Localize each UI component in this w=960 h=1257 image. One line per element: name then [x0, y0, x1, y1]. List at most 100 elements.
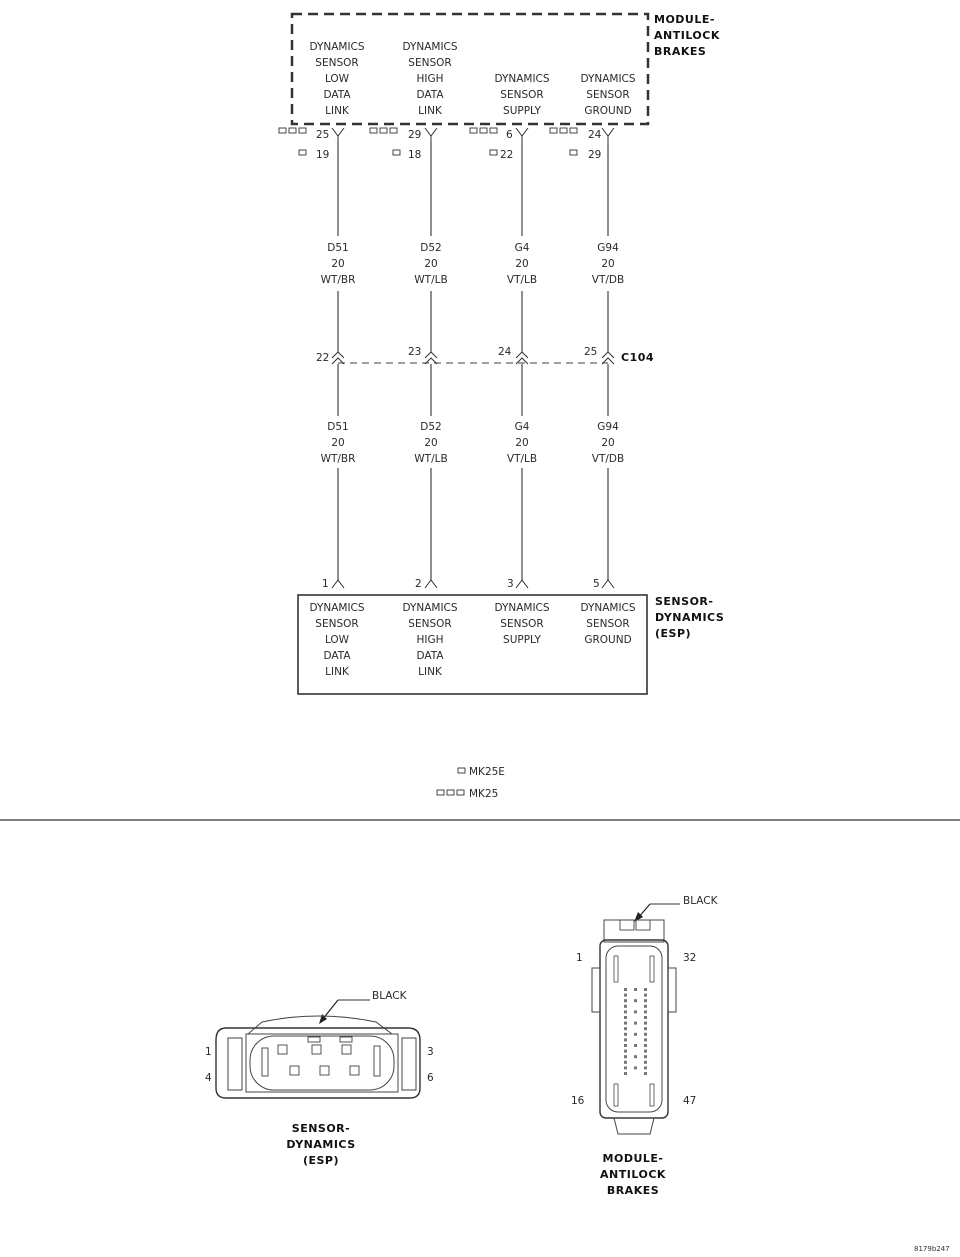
module-pin2-label-l4: DATA	[416, 89, 444, 101]
module-pin3-label-l3: SUPPLY	[503, 105, 541, 117]
lower-wire-labels: D51 20 WT/BR D52 20 WT/LB G4 20 VT/LB G9…	[321, 421, 625, 465]
module-pin-cavity	[644, 1038, 647, 1042]
module-cav-mk25-1: 25	[316, 129, 329, 141]
module-pin-cavity	[624, 1004, 627, 1008]
module-pin-cavity	[624, 1038, 627, 1042]
sensor-pin-labels: DYNAMICS SENSOR LOW DATA LINK DYNAMICS S…	[309, 602, 635, 678]
sensor-view-color-label: BLACK	[372, 990, 408, 1002]
wire-lower-3-circuit: G4	[515, 421, 530, 433]
connector-c104: 22 23 24 25 C104	[316, 346, 654, 365]
module-pin-cavity	[634, 1010, 637, 1014]
sensor-view-pin-3: 3	[427, 1046, 434, 1058]
module-pin-cavity	[634, 988, 637, 991]
module-pin3-label-l2: SENSOR	[500, 89, 543, 101]
module-pin-cavity	[624, 1055, 627, 1059]
sensor-pin2-label-l4: DATA	[416, 650, 444, 662]
sensor-view-pin-1: 1	[205, 1046, 212, 1058]
module-pin-cavity	[624, 1032, 627, 1036]
module-pin-cavity	[624, 1021, 627, 1025]
module-pin2-label-l3: HIGH	[416, 73, 443, 85]
module-pin-cavity	[644, 1044, 647, 1047]
wire-upper-4-gauge: 20	[601, 258, 614, 270]
module-view-caption-l1: MODULE-	[603, 1152, 664, 1165]
module-pin-cavity	[644, 1010, 647, 1014]
sensor-box: SENSOR- DYNAMICS (ESP)	[297, 594, 724, 695]
module-pin1-label-l1: DYNAMICS	[309, 41, 364, 53]
sensor-view-caption-l1: SENSOR-	[292, 1122, 350, 1135]
module-pin-cavity	[624, 1016, 627, 1019]
wire-upper-3-gauge: 20	[515, 258, 528, 270]
module-cav-mk25e-1: 19	[316, 149, 329, 161]
wire-lower-2-color: WT/LB	[414, 453, 447, 465]
module-pin4-label-l1: DYNAMICS	[580, 73, 635, 85]
sensor-view-pin-6: 6	[427, 1072, 434, 1084]
wire-lower-3-gauge: 20	[515, 437, 528, 449]
module-pin-cavity	[644, 1004, 647, 1008]
module-pin-cavity	[644, 1060, 647, 1064]
sensor-pin1-label-l5: LINK	[325, 666, 350, 678]
c104-cavity-23: 23	[408, 346, 421, 358]
module-title-line2: ANTILOCK	[654, 29, 720, 42]
module-view-pin-32: 32	[683, 952, 696, 964]
module-view-pin-1: 1	[576, 952, 583, 964]
sensor-pin3-label-l3: SUPPLY	[503, 634, 541, 646]
wire-lower-4-circuit: G94	[597, 421, 619, 433]
wire-upper-4-circuit: G94	[597, 242, 619, 254]
module-view-pin-16: 16	[571, 1095, 585, 1107]
sensor-cav-3: 3	[507, 578, 514, 590]
module-cav-mk25e-2: 18	[408, 149, 421, 161]
sensor-cav-1: 1	[322, 578, 329, 590]
module-cav-mk25e-4: 29	[588, 149, 601, 161]
sensor-pin4-label-l3: GROUND	[584, 634, 631, 646]
upper-wires	[337, 142, 609, 352]
module-pin-cavity	[644, 999, 647, 1003]
module-pin2-label-l1: DYNAMICS	[402, 41, 457, 53]
module-pin2-label-l5: LINK	[418, 105, 443, 117]
sensor-pin2-label-l1: DYNAMICS	[402, 602, 457, 614]
lower-wires	[337, 364, 609, 580]
module-view-caption-l3: BRAKES	[607, 1184, 659, 1197]
module-pin-cavity	[634, 1021, 637, 1025]
sensor-pin1-label-l4: DATA	[323, 650, 351, 662]
module-cav-mk25-2: 29	[408, 129, 421, 141]
module-pin-cavity	[624, 993, 627, 997]
module-pin-cavity	[634, 999, 637, 1003]
sensor-pin4-label-l2: SENSOR	[586, 618, 629, 630]
sensor-pin2-label-l2: SENSOR	[408, 618, 451, 630]
module-pin4-label-l3: GROUND	[584, 105, 631, 117]
module-pin1-label-l4: DATA	[323, 89, 351, 101]
module-pin-cavity	[624, 1049, 627, 1053]
module-pin-cavity	[644, 1027, 647, 1031]
legend-mk25e-label: MK25E	[469, 766, 505, 778]
module-box: MODULE- ANTILOCK BRAKES	[290, 12, 720, 126]
module-pin-cavity	[644, 1066, 647, 1070]
c104-cavity-24: 24	[498, 346, 512, 358]
sensor-pin2-label-l3: HIGH	[416, 634, 443, 646]
wire-lower-1-gauge: 20	[331, 437, 344, 449]
module-title-line3: BRAKES	[654, 45, 706, 58]
legend-mk25-label: MK25	[469, 788, 498, 800]
sensor-pin3-label-l2: SENSOR	[500, 618, 543, 630]
module-pin-cavity	[634, 1055, 637, 1059]
module-pin1-label-l2: SENSOR	[315, 57, 358, 69]
wire-upper-1-circuit: D51	[327, 242, 348, 254]
wire-lower-4-color: VT/DB	[592, 453, 624, 465]
module-pin-cavity	[644, 993, 647, 997]
c104-cavity-25: 25	[584, 346, 597, 358]
wire-upper-3-color: VT/LB	[507, 274, 537, 286]
module-pin1-label-l3: LOW	[325, 73, 350, 85]
module-cav-mk25-4: 24	[588, 129, 602, 141]
module-pin-cavity	[624, 1044, 627, 1047]
wire-lower-1-circuit: D51	[327, 421, 348, 433]
module-pin-cavity	[624, 1027, 627, 1031]
module-pin-cavity	[624, 988, 627, 991]
sensor-pin2-label-l5: LINK	[418, 666, 443, 678]
module-pin-cavity	[634, 1044, 637, 1047]
sensor-connector-view: BLACK 1 4 3 6 SENSOR- DYNAMICS (ESP)	[205, 990, 434, 1167]
module-view-caption-l2: ANTILOCK	[600, 1168, 666, 1181]
module-pin-cavity	[634, 1032, 637, 1036]
module-pin-cavity	[644, 1032, 647, 1036]
wire-lower-2-gauge: 20	[424, 437, 437, 449]
module-pin-cavity	[624, 1066, 627, 1070]
